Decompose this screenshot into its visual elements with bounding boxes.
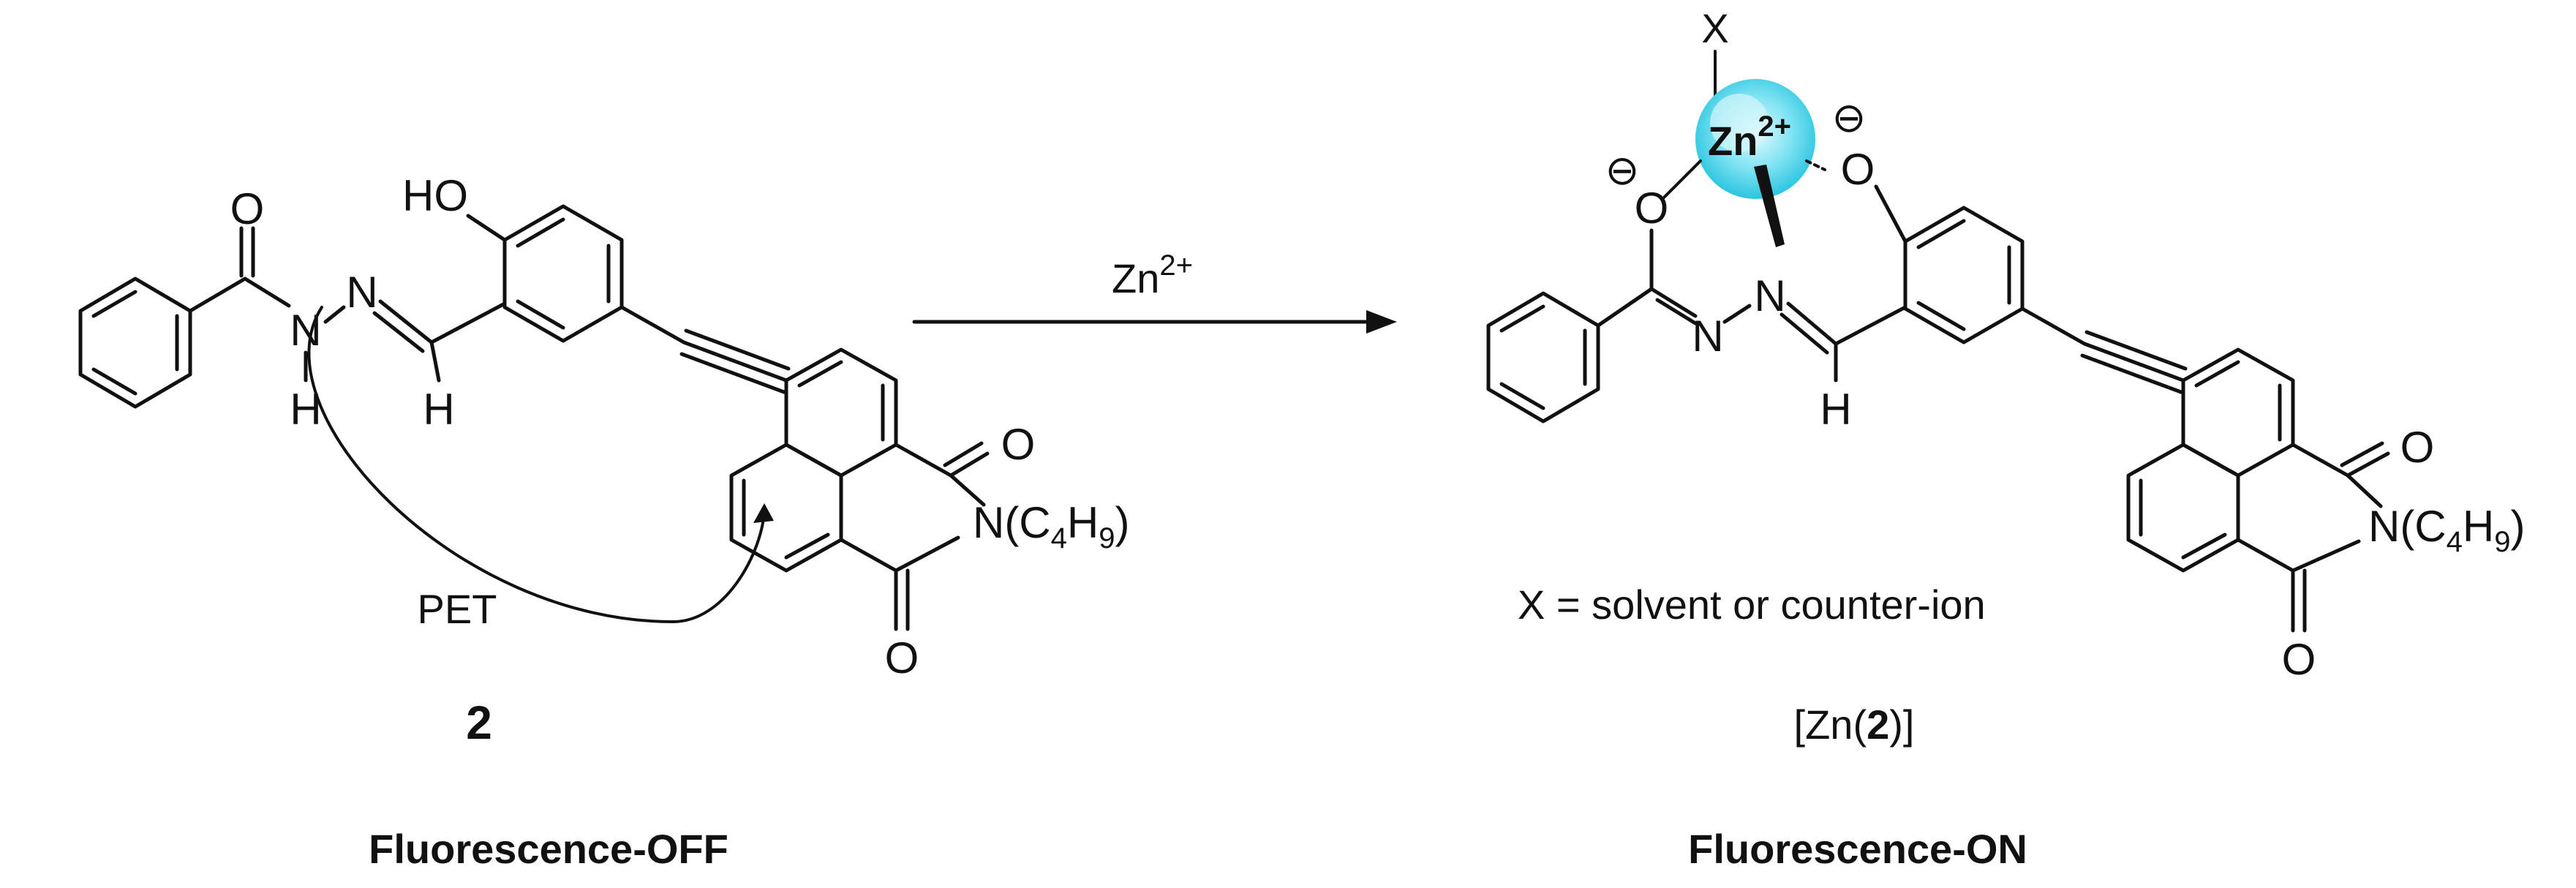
compound-number: 2	[466, 696, 492, 749]
atom-n-imine: N	[346, 268, 377, 317]
right-naphthalimide	[2126, 347, 2390, 633]
left-phenol-ring	[502, 204, 624, 343]
right-phenyl-ring	[1486, 291, 1600, 424]
atom-o-imide-top: O	[1001, 420, 1036, 469]
reaction-arrow: Zn2+	[912, 249, 1397, 334]
atom-h-imine-right: H	[1820, 385, 1851, 434]
left-state-label: Fluorescence-OFF	[369, 826, 728, 872]
left-naphthalimide	[729, 347, 990, 631]
compound-2-structure: O N H N H HO	[78, 171, 1129, 872]
atom-n-amide: N	[290, 306, 321, 355]
pet-label: PET	[418, 586, 497, 632]
x-ligand-label: X	[1701, 5, 1728, 51]
atom-o-phenolate: O	[1841, 145, 1875, 194]
minus-charge-phenolate: ⊖	[1832, 94, 1867, 140]
atom-n-imine-coordinated: N	[1754, 271, 1785, 320]
pet-arrow	[307, 306, 766, 623]
atom-o-imide-bottom: O	[885, 633, 919, 682]
pet-arrowhead	[753, 503, 774, 523]
complex-label: [Zn(2)]	[1794, 701, 1915, 748]
reagent-label: Zn2+	[1112, 249, 1193, 301]
x-definition: X = solvent or counter-ion	[1518, 582, 1986, 628]
minus-charge-enolate: ⊖	[1605, 147, 1640, 193]
zinc-complex-structure: X Zn2+ ⊖ ⊖ O N N H	[1486, 5, 2525, 872]
right-phenolate-ring	[1903, 206, 2025, 345]
right-state-label: Fluorescence-ON	[1688, 826, 2027, 872]
atom-o-imide-top-right: O	[2400, 423, 2435, 472]
atom-h-imine: H	[423, 385, 454, 434]
atom-o-enolate: O	[1635, 184, 1669, 233]
left-imide-substituent: N(C4H9)	[973, 498, 1129, 554]
atom-ho: HO	[402, 171, 468, 220]
atom-o-carbonyl: O	[230, 184, 265, 233]
atom-o-imide-bottom-right: O	[2282, 635, 2316, 684]
right-imide-substituent: N(C4H9)	[2368, 502, 2525, 558]
atom-n-hydrazone: N	[1692, 312, 1723, 361]
zinc-ion-label: Zn2+	[1708, 110, 1791, 164]
left-phenyl-ring	[78, 276, 192, 409]
